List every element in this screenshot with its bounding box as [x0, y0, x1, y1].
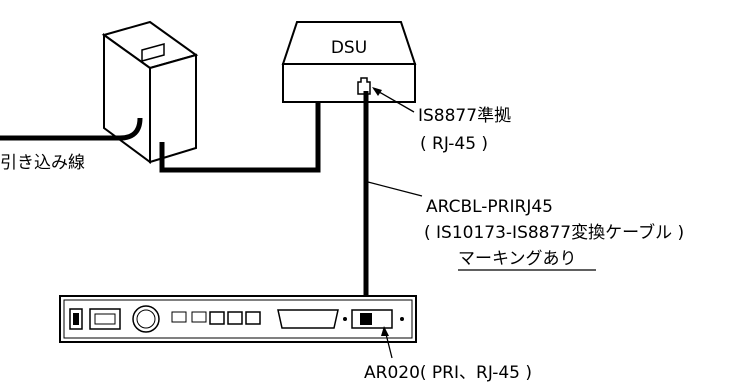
fan-icon — [132, 305, 160, 333]
cable-marking-label: マーキングあり — [458, 249, 577, 269]
port-pointer — [372, 87, 415, 113]
serial-port-icon — [277, 309, 339, 329]
dsu-box: DSU — [281, 21, 417, 103]
dsu-label: DSU — [331, 38, 367, 58]
console-ports — [171, 311, 261, 325]
router-ar020 — [59, 295, 417, 343]
power-switch-icon — [69, 308, 83, 330]
rj45-port-icon — [357, 77, 371, 95]
router-label: AR020( PRI、RJ-45 ) — [364, 363, 532, 383]
incoming-line-label: 引き込み線 — [0, 153, 85, 173]
wall-terminal-box — [101, 20, 199, 164]
cable-description-label: ( IS10173-IS8877変換ケーブル ) — [424, 222, 684, 243]
wall-to-dsu-cable — [159, 86, 321, 173]
incoming-line-cable — [0, 117, 143, 141]
pri-port-icon — [351, 309, 393, 329]
terminal-slot-icon — [141, 43, 165, 62]
cable-pointer — [367, 181, 423, 197]
connector-type-label: ( RJ-45 ) — [420, 134, 488, 154]
power-inlet-icon — [89, 308, 121, 330]
cable-model-label: ARCBL-PRIRJ45 — [426, 197, 553, 217]
connector-standard-label: IS8877準拠 — [418, 106, 511, 126]
router-pointer — [381, 326, 393, 359]
